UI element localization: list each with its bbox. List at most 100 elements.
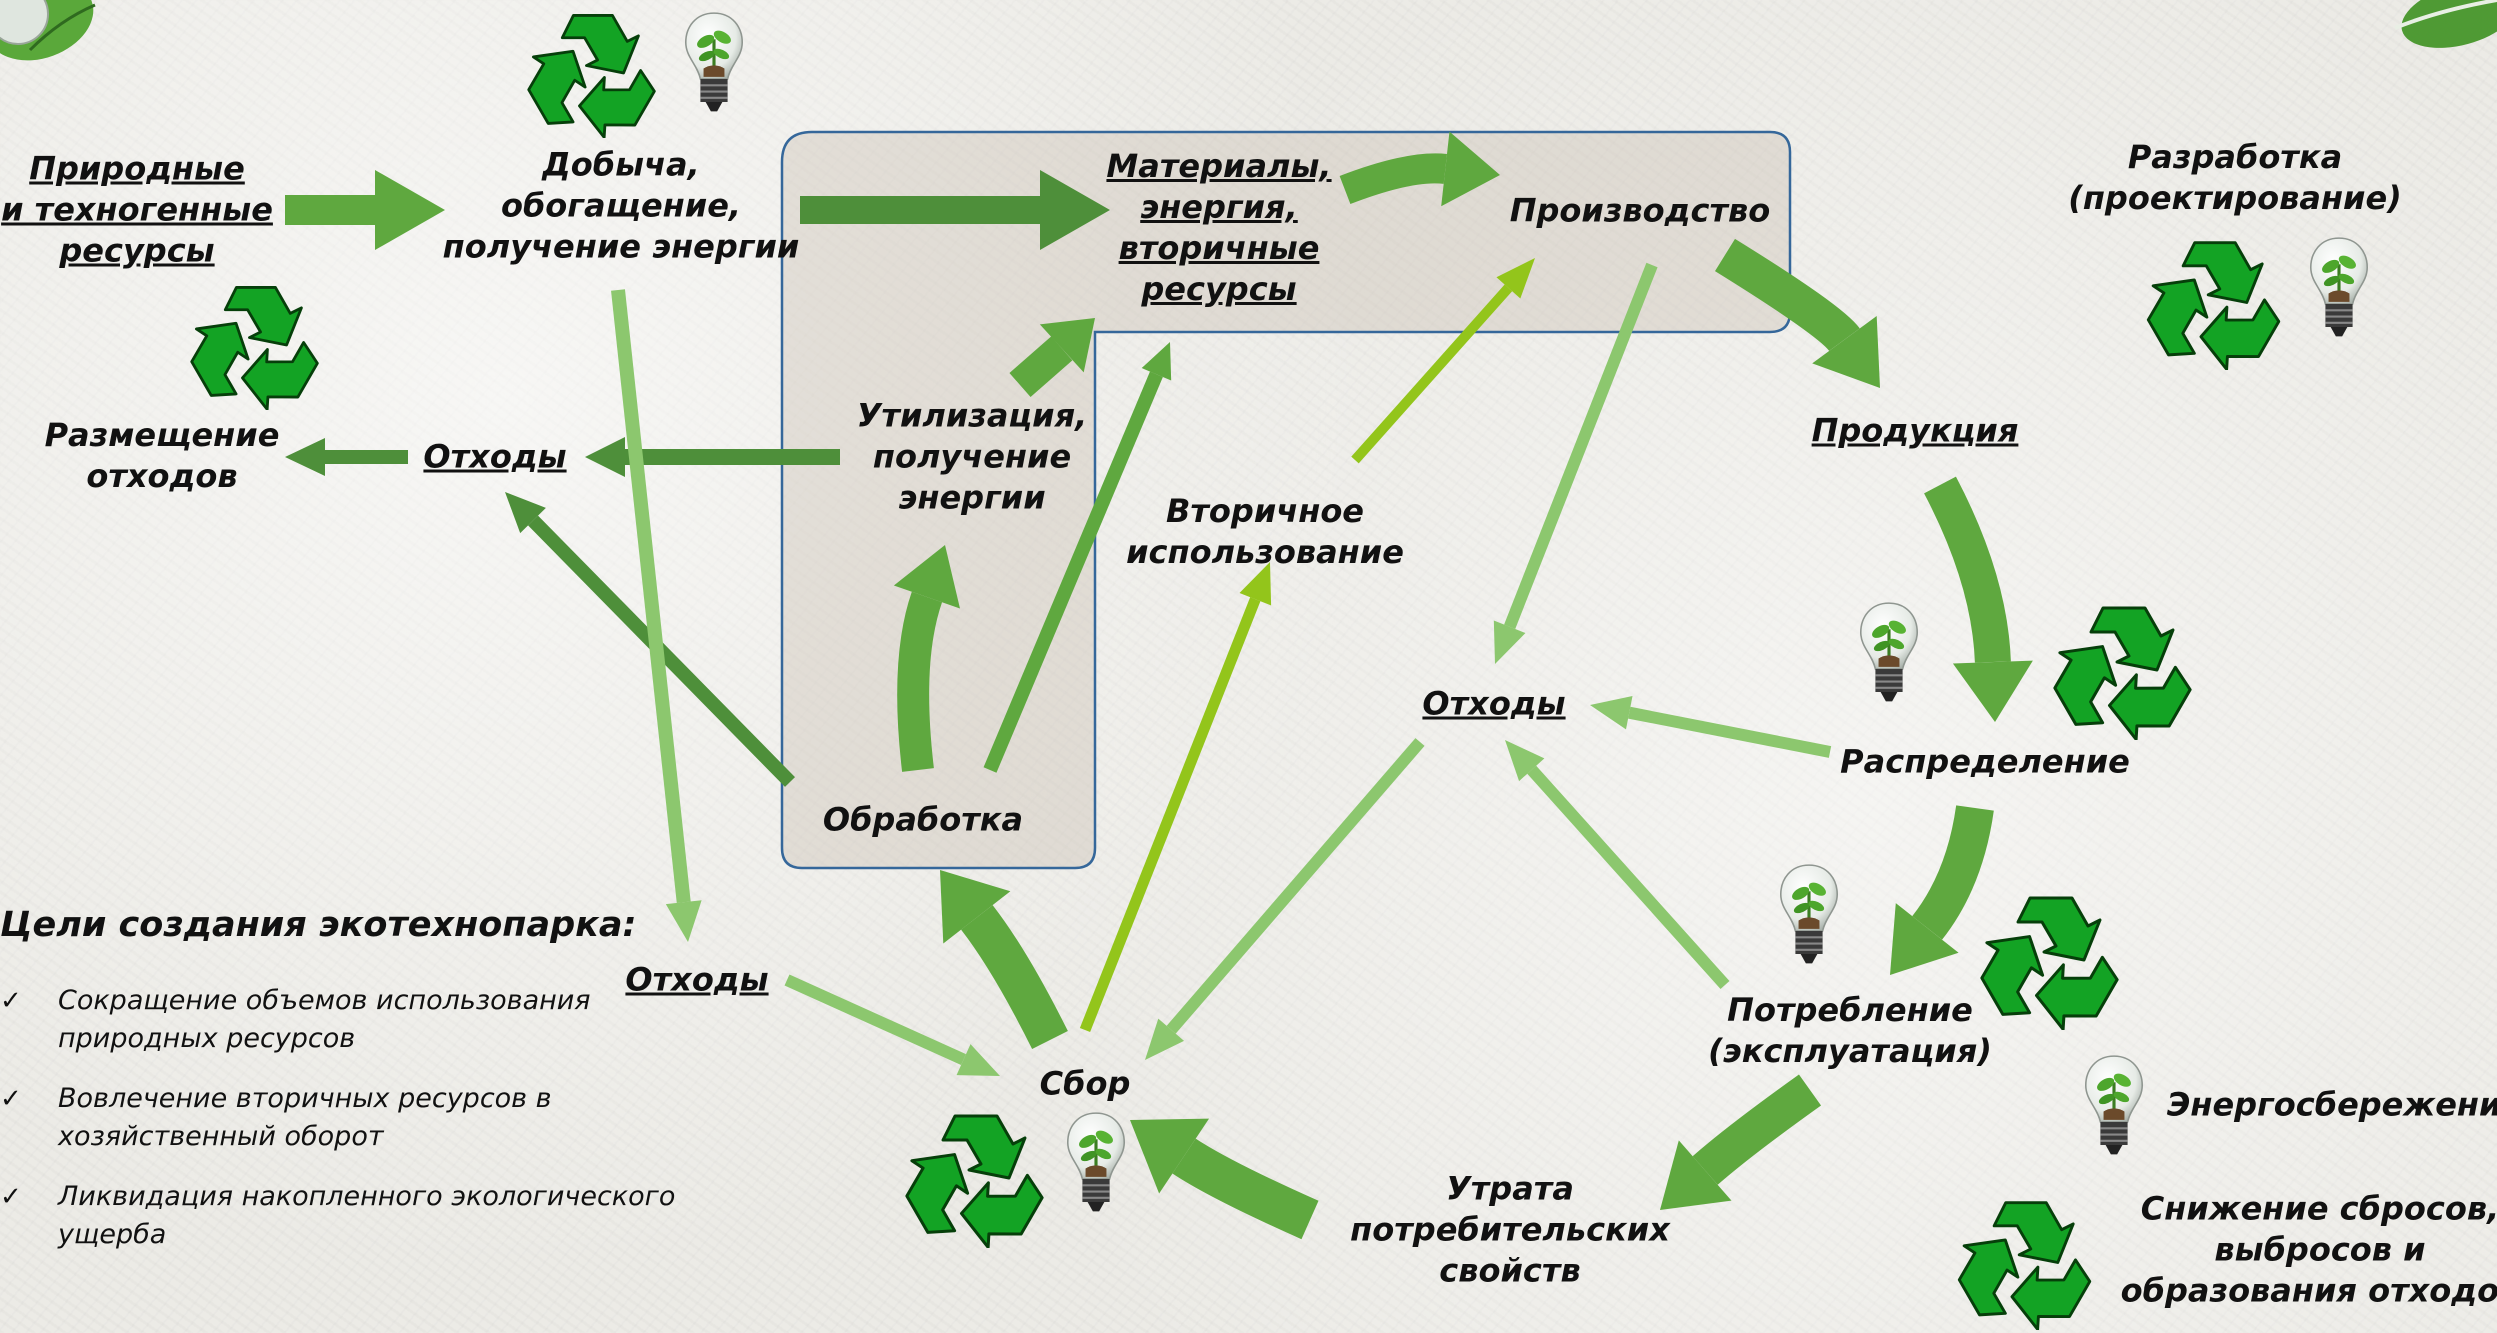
arrow-head — [1239, 562, 1272, 606]
arrow-consumption-to-loss — [1660, 1074, 1822, 1210]
arrow-loss-to-collection — [1130, 1118, 1319, 1240]
arrow-shaft — [1692, 1074, 1822, 1185]
arrow-resources-to-extraction — [285, 170, 445, 250]
lightbulb-sprout-icon — [684, 11, 744, 114]
arrow-head — [1660, 1140, 1732, 1210]
arrow-head — [1890, 903, 1959, 975]
arrow-distribution-to-waste — [1590, 696, 1832, 758]
node-waste-center: Отходы — [1422, 684, 1566, 723]
arrow-shaft — [1172, 1138, 1319, 1240]
arrow-head — [665, 900, 702, 942]
arrow-distribution-to-consumption — [1890, 805, 1994, 975]
arrow-production-to-products — [1714, 238, 1880, 388]
arrow-head — [1141, 342, 1172, 381]
arrow-shaft — [983, 371, 1163, 773]
arrow-head — [375, 170, 445, 250]
arrow-waste-to-placement — [285, 438, 408, 476]
arrow-head — [1812, 315, 1880, 388]
arrow-shaft — [784, 974, 966, 1066]
node-waste-bottom: Отходы — [625, 960, 769, 999]
node-waste-left: Отходы — [423, 437, 567, 476]
checkmark-icon: ✓ — [0, 986, 22, 1016]
lightbulb-sprout-icon — [2309, 236, 2369, 339]
arrow-head — [1493, 620, 1526, 664]
arrow-head — [1590, 696, 1633, 730]
leaf-icon — [0, 0, 96, 61]
arrow-shaft — [960, 905, 1068, 1049]
lightbulb-sprout-icon — [2084, 1054, 2144, 1157]
recycle-icon — [2048, 606, 2198, 740]
arrow-production-to-waste — [1493, 262, 1658, 664]
arrow-shaft — [897, 591, 943, 772]
arrow-shaft — [611, 289, 691, 903]
arrow-waste-to-collection — [1145, 738, 1425, 1060]
arrow-head — [1145, 1018, 1185, 1060]
arrow-head — [1952, 660, 2033, 722]
arrow-consumption-to-waste — [1505, 740, 1730, 990]
arrow-head — [1130, 1118, 1210, 1194]
recycle-icon — [517, 13, 662, 138]
node-production: Производство — [1509, 191, 1771, 230]
goal-text: Ликвидация накопленного экологического у… — [58, 1181, 676, 1250]
arrow-materials-to-production — [1339, 131, 1500, 207]
node-products: Продукция — [1811, 411, 2019, 450]
arrow-processing-to-utilization — [893, 545, 960, 772]
arrow-head — [940, 870, 1011, 944]
goal-text: Вовлечение вторичных ресурсов в хозяйств… — [58, 1083, 552, 1152]
arrow-head — [1441, 131, 1500, 207]
arrow-secondary-use-to-production — [1351, 258, 1535, 464]
arrow-shaft — [1912, 805, 1994, 940]
arrow-waste-bottom-to-collection — [784, 974, 1000, 1076]
lightbulb-sprout-icon — [1859, 601, 1919, 704]
arrow-head — [893, 545, 960, 609]
checkmark-icon: ✓ — [0, 1084, 22, 1114]
node-distribution: Распределение — [1840, 742, 2130, 781]
goal-text: Сокращение объемов использования природн… — [58, 985, 591, 1054]
goal-item: ✓ Ликвидация накопленного экологического… — [0, 1178, 680, 1254]
arrow-shaft — [1527, 765, 1730, 990]
arrow-head — [585, 437, 625, 477]
arrow-head — [956, 1044, 1000, 1076]
arrow-shaft — [1628, 706, 1832, 758]
checkmark-icon: ✓ — [0, 1182, 22, 1212]
goals-list: ✓ Сокращение объемов использования приро… — [0, 982, 680, 1276]
process-frame — [780, 130, 1792, 870]
arrow-shaft — [1504, 262, 1658, 629]
arrow-utilization-to-materials — [1009, 318, 1095, 398]
arrow-shaft — [1079, 597, 1261, 1033]
goal-item: ✓ Сокращение объемов использования приро… — [0, 982, 680, 1058]
arrow-shaft — [1351, 284, 1513, 464]
goal-item: ✓ Вовлечение вторичных ресурсов в хозяйс… — [0, 1080, 680, 1156]
node-collection: Сбор — [1039, 1064, 1131, 1103]
recycle-icon — [180, 285, 325, 410]
recycle-icon — [2139, 241, 2287, 370]
arrow-collection-to-processing — [940, 870, 1068, 1049]
node-consumption: Потребление(эксплуатация) — [1708, 991, 1992, 1070]
lightbulb-sprout-icon — [1066, 1111, 1126, 1214]
arrow-shaft — [1009, 336, 1073, 398]
arrow-collection-to-secondary-use — [1079, 562, 1272, 1033]
arrow-extraction-to-materials — [800, 170, 1110, 250]
arrow-head — [1040, 170, 1110, 250]
arrow-head — [285, 438, 325, 476]
flow-arrows — [285, 131, 2033, 1240]
arrow-shaft — [1166, 738, 1425, 1034]
leaf-icon — [2394, 0, 2497, 48]
arrow-head — [1496, 258, 1535, 299]
arrow-extraction-to-waste-bottom — [611, 289, 702, 942]
lightbulb-sprout-icon — [1779, 863, 1839, 966]
node-design: Разработка(проектирование) — [2068, 138, 2402, 217]
arrow-shaft — [1339, 153, 1447, 205]
arrow-products-to-distribution — [1924, 476, 2033, 722]
node-energy-saving: Энергосбережение — [2166, 1085, 2497, 1124]
arrow-processing-to-materials — [983, 342, 1172, 773]
arrow-head — [1039, 318, 1095, 373]
